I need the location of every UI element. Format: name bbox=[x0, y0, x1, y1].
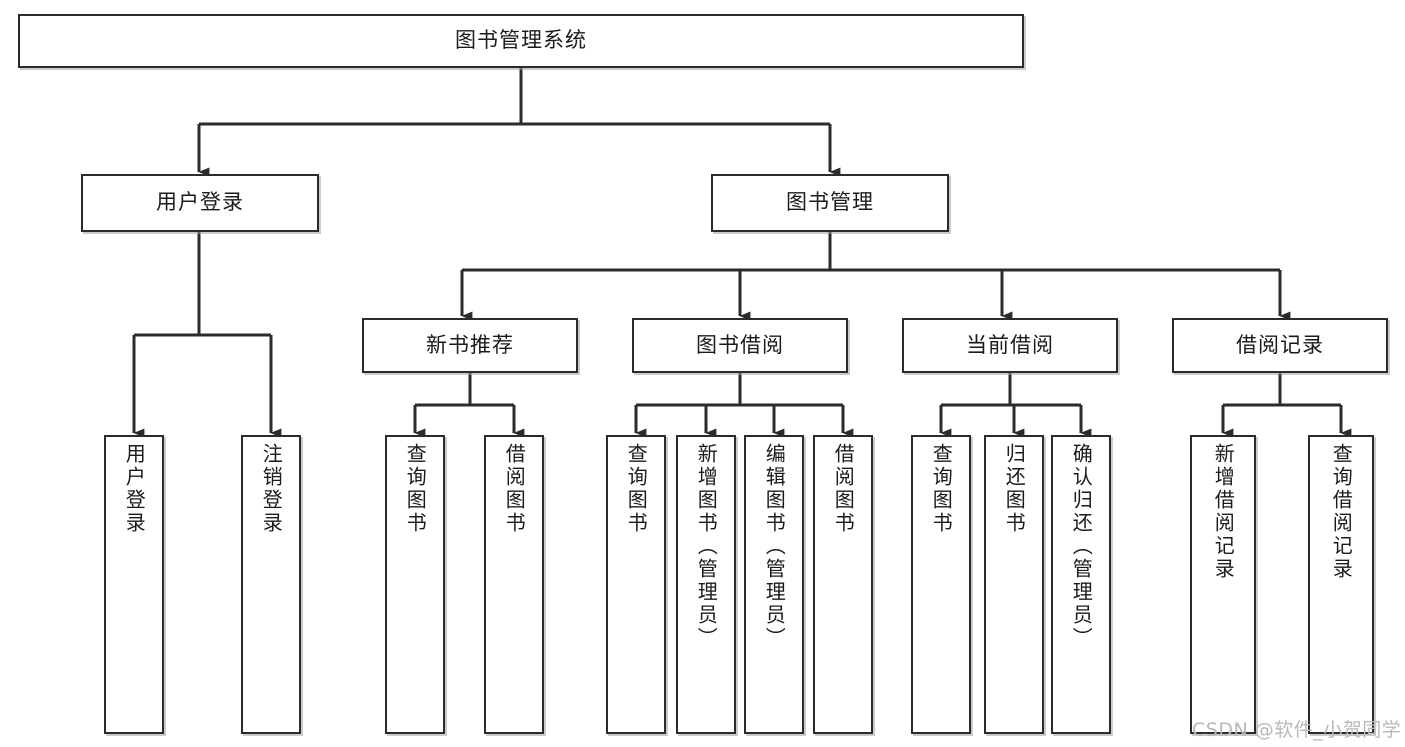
node-label: 查询借阅记录 bbox=[1329, 443, 1354, 581]
node-leaf-query-book-1[interactable]: 查询图书 bbox=[385, 435, 445, 734]
node-label: 新书推荐 bbox=[426, 332, 514, 357]
node-label: 归还图书 bbox=[1002, 443, 1027, 535]
node-label: 编辑图书（管理员） bbox=[762, 443, 787, 650]
node-leaf-edit-book[interactable]: 编辑图书（管理员） bbox=[744, 435, 804, 734]
node-root[interactable]: 图书管理系统 bbox=[18, 14, 1024, 68]
node-leaf-borrow-book-1[interactable]: 借阅图书 bbox=[484, 435, 544, 734]
node-borrow-record[interactable]: 借阅记录 bbox=[1172, 318, 1388, 373]
node-label: 新增图书（管理员） bbox=[694, 443, 719, 650]
node-label: 图书管理系统 bbox=[455, 28, 587, 53]
node-label: 新增借阅记录 bbox=[1211, 443, 1236, 581]
node-label: 用户登录 bbox=[122, 443, 147, 535]
node-label: 借阅记录 bbox=[1236, 332, 1324, 357]
node-label: 当前借阅 bbox=[966, 332, 1054, 357]
node-current-borrow[interactable]: 当前借阅 bbox=[902, 318, 1118, 373]
node-leaf-borrow-book-2[interactable]: 借阅图书 bbox=[813, 435, 873, 734]
connector-group bbox=[132, 68, 1352, 438]
node-label: 借阅图书 bbox=[831, 443, 856, 535]
node-leaf-confirm-return[interactable]: 确认归还（管理员） bbox=[1051, 435, 1111, 734]
node-book-borrow[interactable]: 图书借阅 bbox=[632, 318, 848, 373]
node-label: 图书借阅 bbox=[696, 332, 784, 357]
node-leaf-user-logout[interactable]: 注销登录 bbox=[241, 435, 301, 734]
node-leaf-query-book-3[interactable]: 查询图书 bbox=[911, 435, 971, 734]
node-book-manage[interactable]: 图书管理 bbox=[711, 174, 949, 232]
node-label: 图书管理 bbox=[786, 190, 874, 215]
node-leaf-add-record[interactable]: 新增借阅记录 bbox=[1190, 435, 1256, 734]
node-label: 用户登录 bbox=[156, 190, 244, 215]
node-label: 查询图书 bbox=[624, 443, 649, 535]
node-user-login[interactable]: 用户登录 bbox=[81, 174, 319, 232]
node-leaf-query-record[interactable]: 查询借阅记录 bbox=[1308, 435, 1374, 734]
node-label: 确认归还（管理员） bbox=[1069, 443, 1094, 650]
node-new-book-recommend[interactable]: 新书推荐 bbox=[362, 318, 578, 373]
node-leaf-user-login[interactable]: 用户登录 bbox=[104, 435, 164, 734]
node-leaf-add-book[interactable]: 新增图书（管理员） bbox=[676, 435, 736, 734]
node-leaf-return-book[interactable]: 归还图书 bbox=[984, 435, 1044, 734]
node-label: 查询图书 bbox=[403, 443, 428, 535]
node-leaf-query-book-2[interactable]: 查询图书 bbox=[606, 435, 666, 734]
node-label: 查询图书 bbox=[929, 443, 954, 535]
node-label: 借阅图书 bbox=[502, 443, 527, 535]
node-label: 注销登录 bbox=[259, 443, 284, 535]
